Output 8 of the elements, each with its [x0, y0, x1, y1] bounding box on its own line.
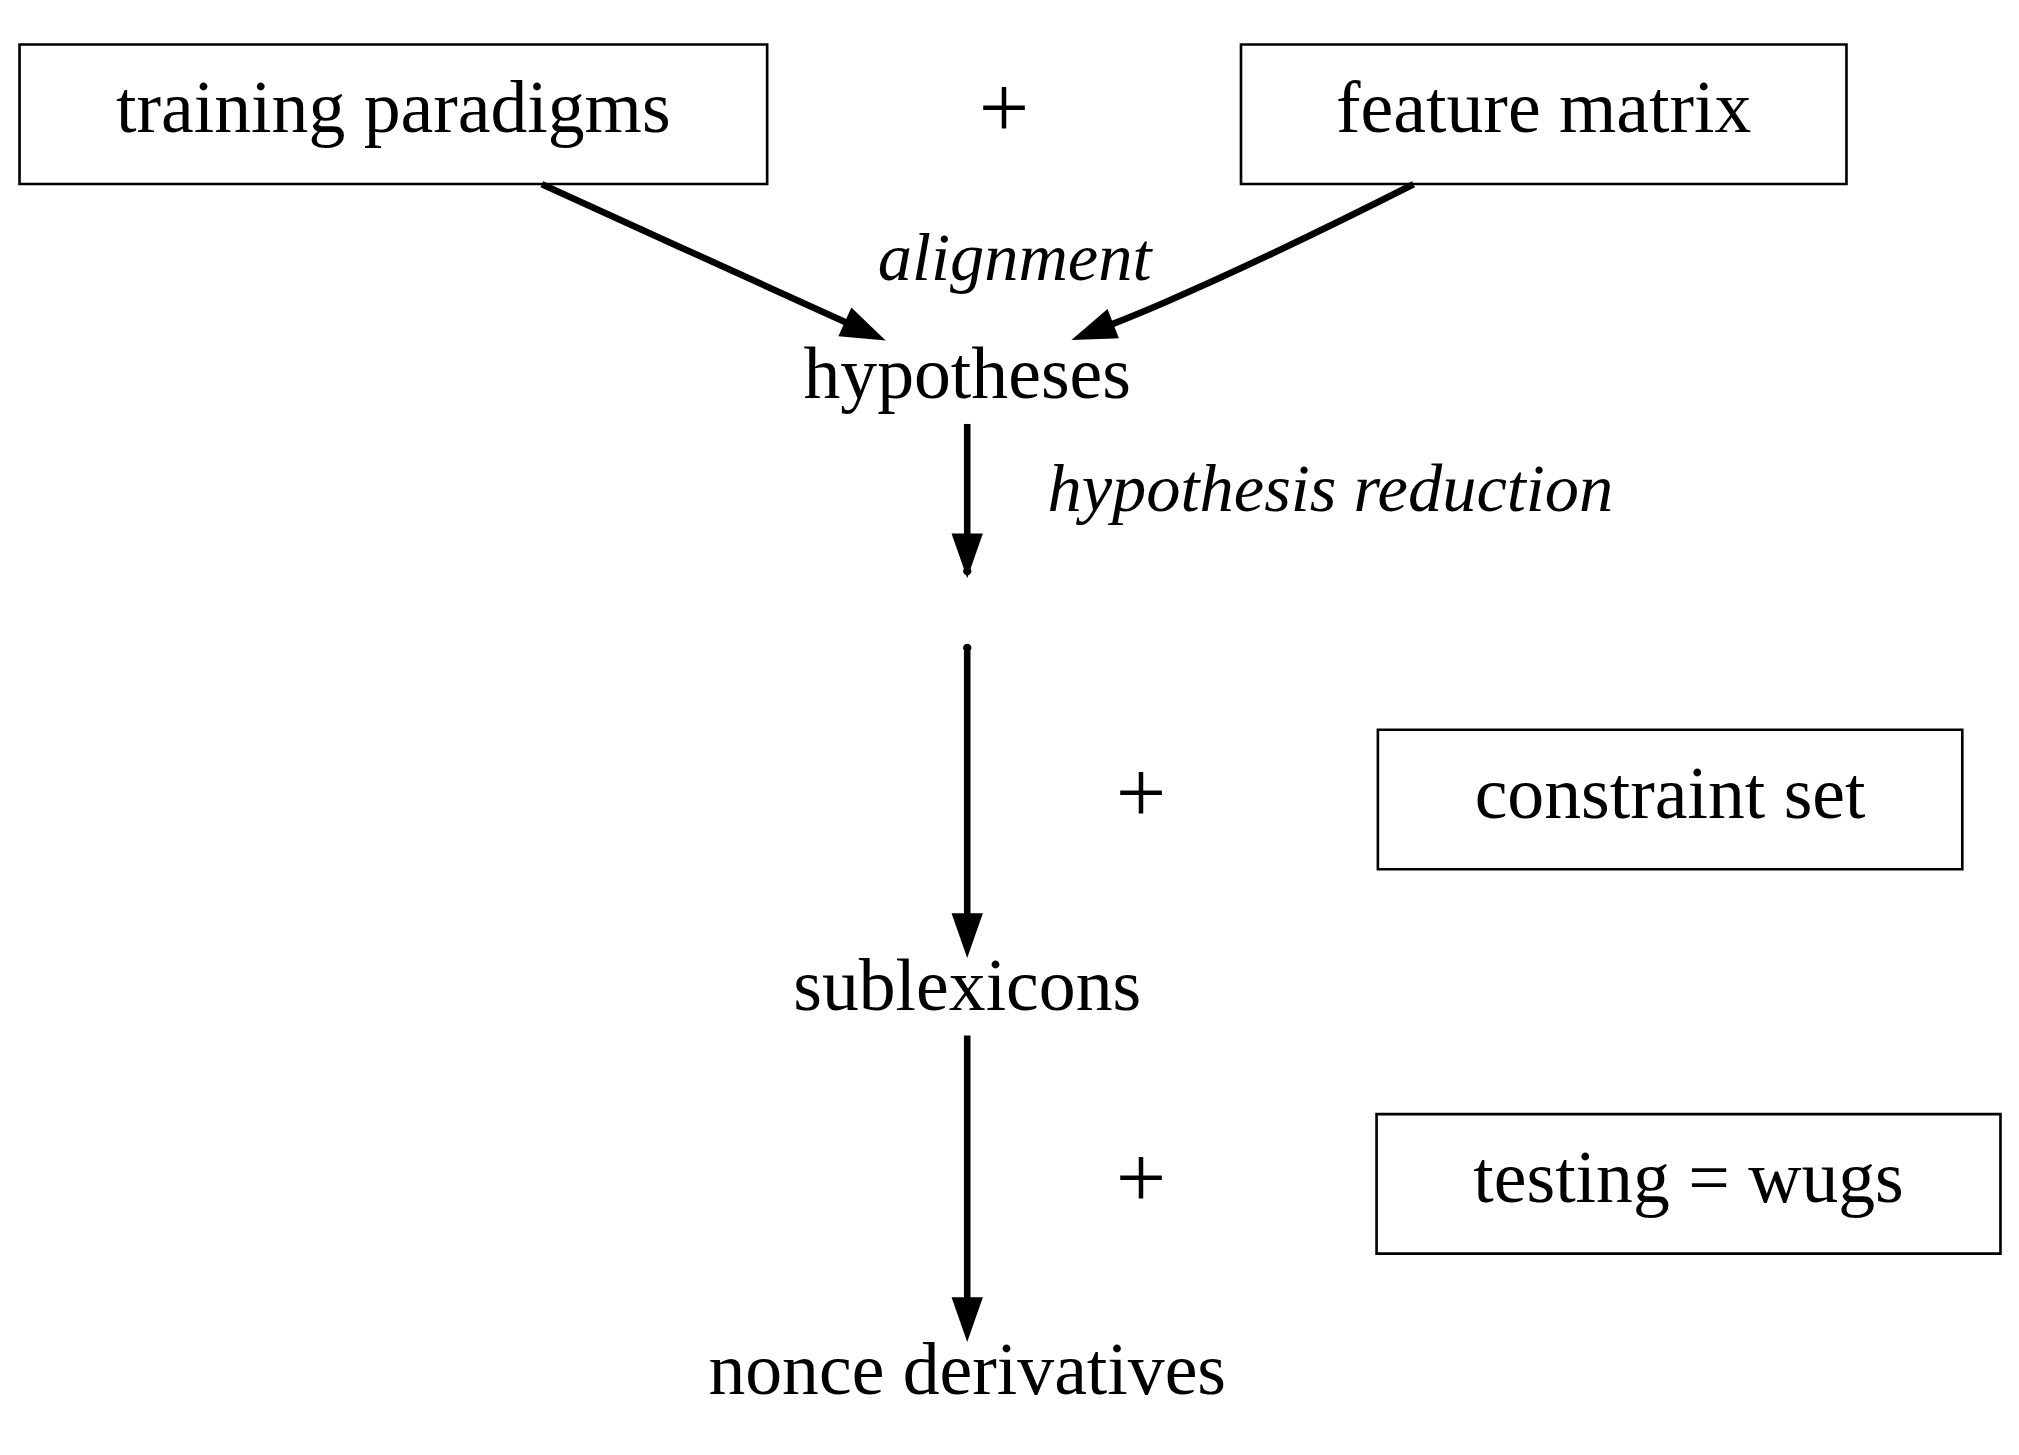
node-text: sublexicons: [792, 943, 1141, 1026]
label: +: [1115, 1126, 1166, 1226]
edge-label: hypothesis reduction: [1047, 449, 1613, 526]
node-text: nonce derivatives: [707, 1327, 1226, 1410]
node-text: hypotheses: [802, 331, 1131, 414]
edge-label: alignment: [877, 218, 1151, 295]
label: +: [1115, 741, 1166, 841]
label: +: [978, 56, 1029, 156]
